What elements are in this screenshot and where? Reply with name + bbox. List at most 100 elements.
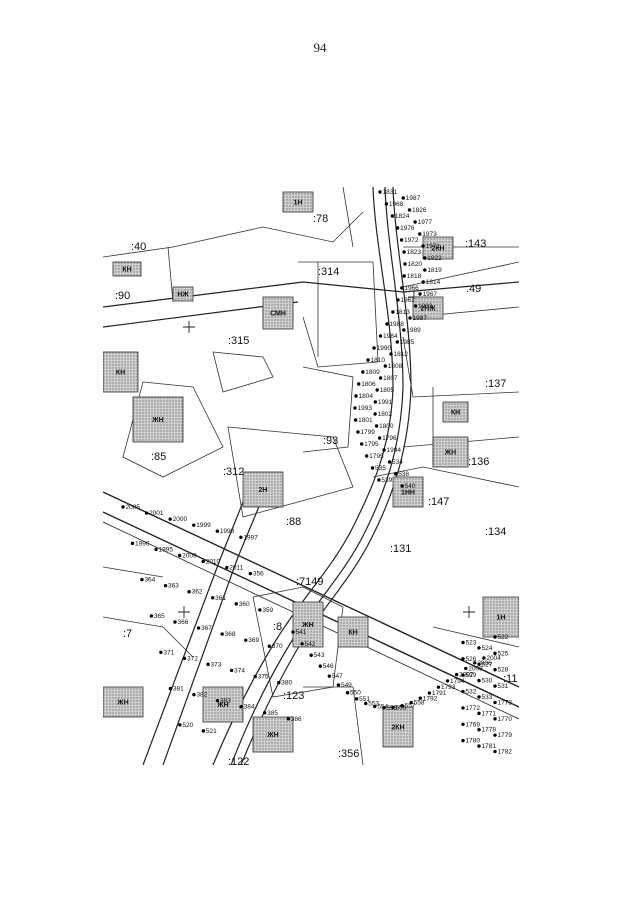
parcel-label: :314 — [318, 266, 339, 278]
building: НЖ — [172, 286, 194, 302]
building: ЖН — [292, 601, 324, 648]
survey-point-label: 1987 — [413, 315, 428, 322]
survey-point-label: 384 — [244, 704, 255, 711]
survey-point-label: 534 — [392, 459, 403, 466]
survey-point: 546 — [318, 663, 334, 670]
survey-point-label: 1808 — [388, 363, 403, 370]
parcel-label: :122 — [228, 756, 249, 765]
survey-point-label: 1812 — [393, 351, 408, 358]
survey-point-label: 1801 — [358, 417, 373, 424]
cadastral-map: 2КН1НКН2ННЖСМН2НЖКНЖН2Н1НН1НКНКНЖНЖНЖНЖН… — [103, 187, 519, 765]
survey-point: 1813 — [391, 309, 410, 316]
survey-point: 369 — [244, 637, 259, 644]
survey-point-label: 374 — [234, 667, 245, 674]
parcel-label: :78 — [313, 213, 328, 225]
survey-point: 375 — [253, 673, 269, 680]
survey-point: 1808 — [383, 363, 403, 370]
survey-point: 1802 — [373, 411, 392, 418]
survey-point: 1801 — [353, 417, 373, 424]
building: 1Н — [482, 596, 519, 638]
survey-point: 1823 — [402, 249, 421, 256]
building: ЖН — [432, 436, 469, 468]
building-label: 1Н — [294, 200, 303, 207]
parcel-label: :49 — [466, 283, 481, 295]
survey-point-label: 1999 — [196, 522, 211, 529]
parcel-label: :8 — [273, 621, 282, 633]
survey-point-label: 1831 — [383, 189, 398, 196]
parcel-label: :143 — [465, 238, 486, 250]
survey-point-label: 1996 — [135, 540, 150, 547]
survey-point-label: 541 — [296, 629, 307, 636]
survey-point: 1818 — [402, 273, 422, 280]
survey-point: 1770 — [493, 716, 512, 723]
survey-point: 1984 — [378, 333, 398, 340]
survey-point-label: 1806 — [361, 381, 376, 388]
survey-point-label: 1977 — [418, 219, 433, 226]
survey-point: 1976 — [395, 225, 415, 232]
survey-point-label: 532 — [466, 689, 477, 696]
survey-point-label: 1995 — [159, 546, 174, 553]
parcel-label: :137 — [485, 378, 506, 390]
survey-point-label: 1989 — [406, 327, 421, 334]
survey-point-label: 1793 — [441, 684, 456, 691]
survey-point: 1820 — [403, 261, 422, 268]
survey-point: 1987 — [408, 315, 427, 322]
survey-point: 1778 — [477, 727, 496, 734]
survey-point: 1973 — [418, 231, 437, 238]
survey-point: 540 — [400, 483, 416, 490]
survey-point-label: 1781 — [482, 743, 497, 750]
survey-point-label: 2009 — [182, 552, 197, 559]
survey-point-label: 528 — [498, 667, 509, 674]
parcel-label: :93 — [323, 435, 338, 447]
parcel-label: :90 — [115, 290, 130, 302]
survey-point-label: 1994 — [387, 447, 402, 454]
building-label: ЖН — [444, 450, 456, 457]
survey-point: 370 — [267, 643, 283, 650]
survey-point: 524 — [477, 645, 493, 652]
survey-point: 549 — [336, 682, 352, 689]
survey-point-label: 523 — [466, 639, 477, 646]
survey-point: 1795 — [359, 441, 379, 448]
survey-point: 2008 — [464, 665, 483, 672]
survey-point-label: 556 — [396, 704, 407, 711]
survey-point: 525 — [493, 650, 509, 657]
survey-point: 1988 — [385, 321, 404, 328]
survey-point-label: 1813 — [395, 309, 410, 316]
survey-point: 1819 — [423, 267, 442, 274]
survey-point: 1800 — [374, 423, 394, 430]
survey-point: 1807 — [378, 375, 398, 382]
survey-point-label: 1993 — [358, 405, 373, 412]
building: ЖН — [132, 396, 184, 443]
survey-point: 520 — [178, 722, 194, 729]
survey-point: 528 — [493, 667, 509, 674]
survey-point: 367 — [196, 625, 212, 632]
survey-point-label: 2011 — [229, 565, 243, 572]
survey-point-label: 547 — [332, 673, 343, 680]
survey-point: 1987 — [401, 195, 421, 202]
survey-point: 2000 — [168, 516, 188, 523]
survey-point-label: 369 — [248, 637, 259, 644]
survey-point: 364 — [140, 577, 156, 584]
parcel-label: :7 — [123, 628, 132, 640]
survey-point-label: 1782 — [498, 749, 513, 756]
survey-point-label: 525 — [498, 650, 509, 657]
survey-point-label: 381 — [173, 686, 184, 693]
survey-point: 541 — [291, 629, 307, 636]
survey-point: 1998 — [215, 528, 235, 535]
survey-point: 384 — [239, 704, 255, 711]
survey-point-label: 380 — [281, 680, 292, 687]
survey-point-label: 1997 — [243, 534, 258, 541]
survey-point-label: 1796 — [382, 435, 397, 442]
survey-point: 383 — [215, 698, 231, 705]
survey-point-label: 538 — [398, 471, 409, 478]
survey-point: 368 — [220, 631, 236, 638]
survey-point: 371 — [159, 649, 175, 656]
building-label: 1НН — [401, 490, 415, 497]
survey-point: 356 — [248, 571, 264, 578]
survey-point-label: 1809 — [365, 369, 380, 376]
survey-point-label: 1807 — [383, 375, 398, 382]
survey-point: 1809 — [361, 369, 380, 376]
survey-point: 539 — [377, 477, 393, 484]
survey-point-label: 1773 — [498, 699, 513, 706]
survey-point-label: 359 — [262, 607, 273, 614]
